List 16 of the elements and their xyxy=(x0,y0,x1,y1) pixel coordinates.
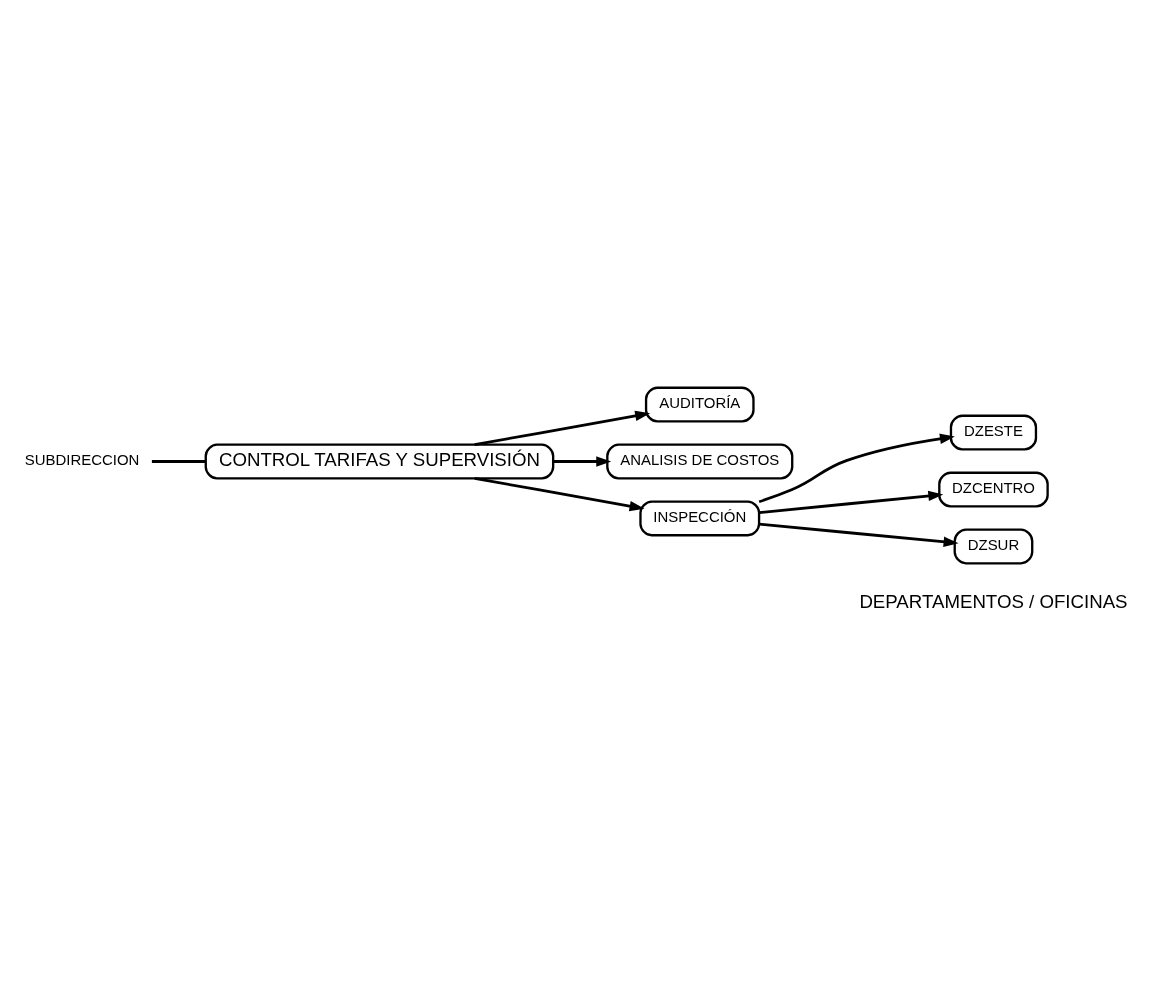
node-box: DZCENTRO xyxy=(938,471,1049,507)
node-box: INSPECCIÓN xyxy=(639,500,761,536)
arrow xyxy=(553,455,612,467)
arrow xyxy=(759,522,959,547)
node-box: AUDITORÍA xyxy=(644,386,755,422)
arrow xyxy=(474,476,645,511)
node-box: DZESTE xyxy=(949,414,1038,451)
node-box: CONTROL TARIFAS Y SUPERVISIÓN xyxy=(204,443,555,479)
node-box: ANALISIS DE COSTOS xyxy=(606,443,794,479)
connector xyxy=(151,459,206,463)
arrow xyxy=(758,433,955,503)
node-box: DZSUR xyxy=(953,528,1034,564)
arrow xyxy=(759,490,944,514)
node-text: SUBDIRECCION xyxy=(24,450,140,468)
arrow xyxy=(474,410,651,446)
label: DEPARTAMENTOS / OFICINAS xyxy=(859,590,1128,612)
